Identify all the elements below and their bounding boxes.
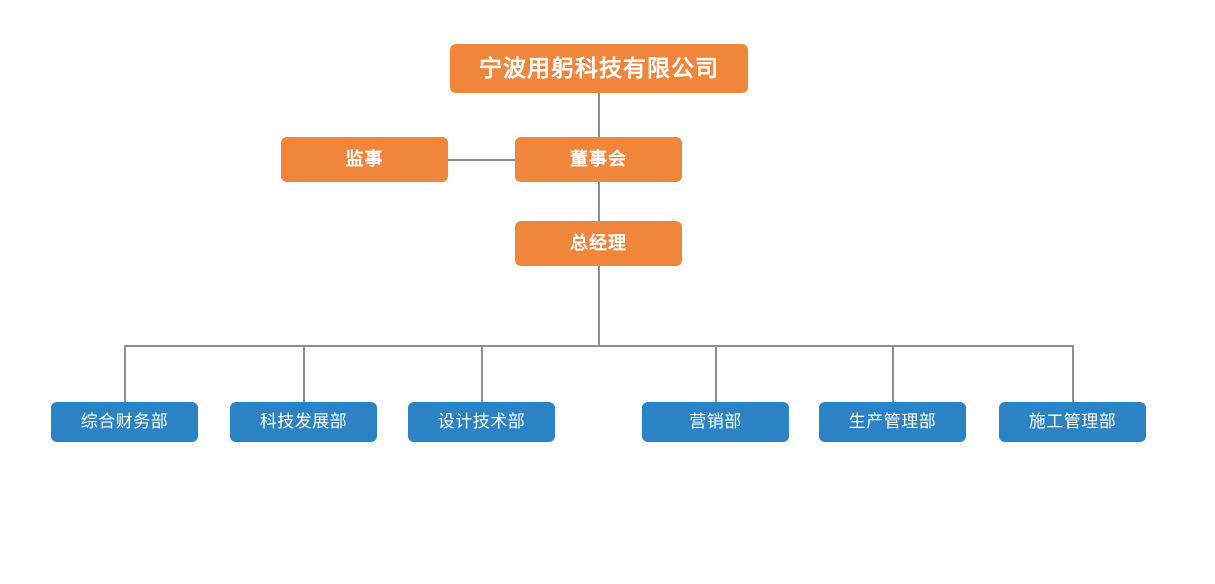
node-department-4[interactable]: 营销部: [642, 402, 789, 442]
connector-drop-dept-5: [892, 345, 894, 402]
node-board[interactable]: 董事会: [515, 137, 682, 182]
connector-department-bus: [124, 345, 1074, 347]
node-general-manager[interactable]: 总经理: [515, 221, 682, 266]
node-board-label: 董事会: [570, 148, 627, 169]
connector-drop-dept-4: [715, 345, 717, 402]
node-company[interactable]: 宁波用躬科技有限公司: [450, 44, 748, 93]
node-department-6-label: 施工管理部: [1028, 411, 1117, 431]
node-company-label: 宁波用躬科技有限公司: [479, 54, 719, 81]
node-department-3-label: 设计技术部: [437, 411, 526, 431]
node-department-4-label: 营销部: [689, 411, 742, 431]
node-department-5[interactable]: 生产管理部: [819, 402, 966, 442]
node-department-1-label: 综合财务部: [80, 411, 169, 431]
connector-drop-dept-6: [1072, 345, 1074, 402]
connector-board-to-manager: [598, 182, 600, 221]
node-department-3[interactable]: 设计技术部: [408, 402, 555, 442]
node-supervisor[interactable]: 监事: [281, 137, 448, 182]
connector-manager-to-bus: [598, 266, 600, 346]
connector-company-to-board: [598, 92, 600, 137]
node-department-5-label: 生产管理部: [848, 411, 937, 431]
node-general-manager-label: 总经理: [570, 232, 627, 253]
connector-supervisor-to-board: [448, 159, 515, 161]
node-department-2[interactable]: 科技发展部: [230, 402, 377, 442]
connector-drop-dept-3: [481, 345, 483, 402]
node-supervisor-label: 监事: [345, 148, 384, 169]
node-department-2-label: 科技发展部: [259, 411, 348, 431]
connector-drop-dept-1: [124, 345, 126, 402]
node-department-1[interactable]: 综合财务部: [51, 402, 198, 442]
connector-drop-dept-2: [303, 345, 305, 402]
node-department-6[interactable]: 施工管理部: [999, 402, 1146, 442]
